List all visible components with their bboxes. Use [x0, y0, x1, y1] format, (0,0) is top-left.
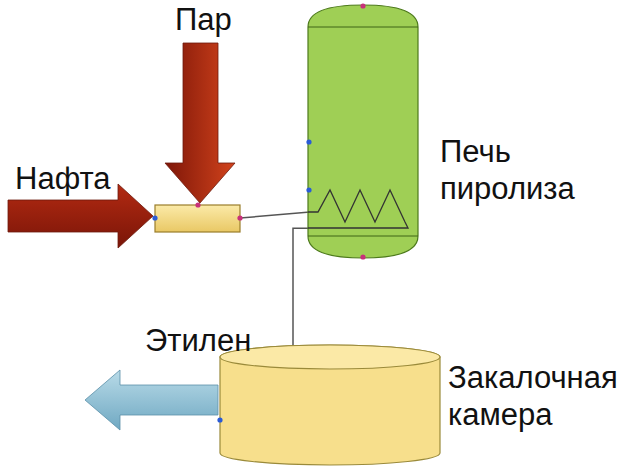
- port-dot: [360, 254, 365, 259]
- port-dot: [306, 139, 311, 144]
- vessel-seam: [308, 27, 418, 28]
- process-line: [293, 228, 308, 348]
- chamber-body: [220, 345, 440, 465]
- ethylene-arrow: Этилен: [85, 325, 245, 430]
- node-label: Нафта: [15, 160, 135, 197]
- node-label: Закалочная камера: [448, 359, 620, 433]
- ethylene-arrow-shape: [85, 370, 218, 430]
- pyrolysis-furnace-outline: [308, 5, 418, 258]
- node-label: Печь пиролиза: [440, 133, 618, 207]
- node-label: Этилен: [145, 322, 285, 359]
- steam-arrow: Пар: [165, 3, 237, 203]
- vessel-seam: [308, 236, 418, 237]
- furnace-vessel: [308, 5, 418, 258]
- mixer-body: [155, 205, 240, 232]
- port-dot: [306, 187, 311, 192]
- quench-chamber: Закалочная камера: [220, 345, 440, 467]
- port-dot: [360, 3, 365, 8]
- heating-coil: [308, 190, 408, 228]
- naphtha-arrow: Нафта: [8, 162, 153, 250]
- steam-arrow-shape: [165, 43, 235, 203]
- port-dot: [237, 215, 242, 220]
- quench-chamber-outline: [220, 345, 440, 467]
- pyrolysis-furnace: Печь пиролиза: [308, 5, 418, 258]
- port-dot: [217, 417, 222, 422]
- chamber-top: [220, 345, 440, 369]
- feed-line: [240, 212, 310, 218]
- node-label: Пар: [175, 1, 265, 38]
